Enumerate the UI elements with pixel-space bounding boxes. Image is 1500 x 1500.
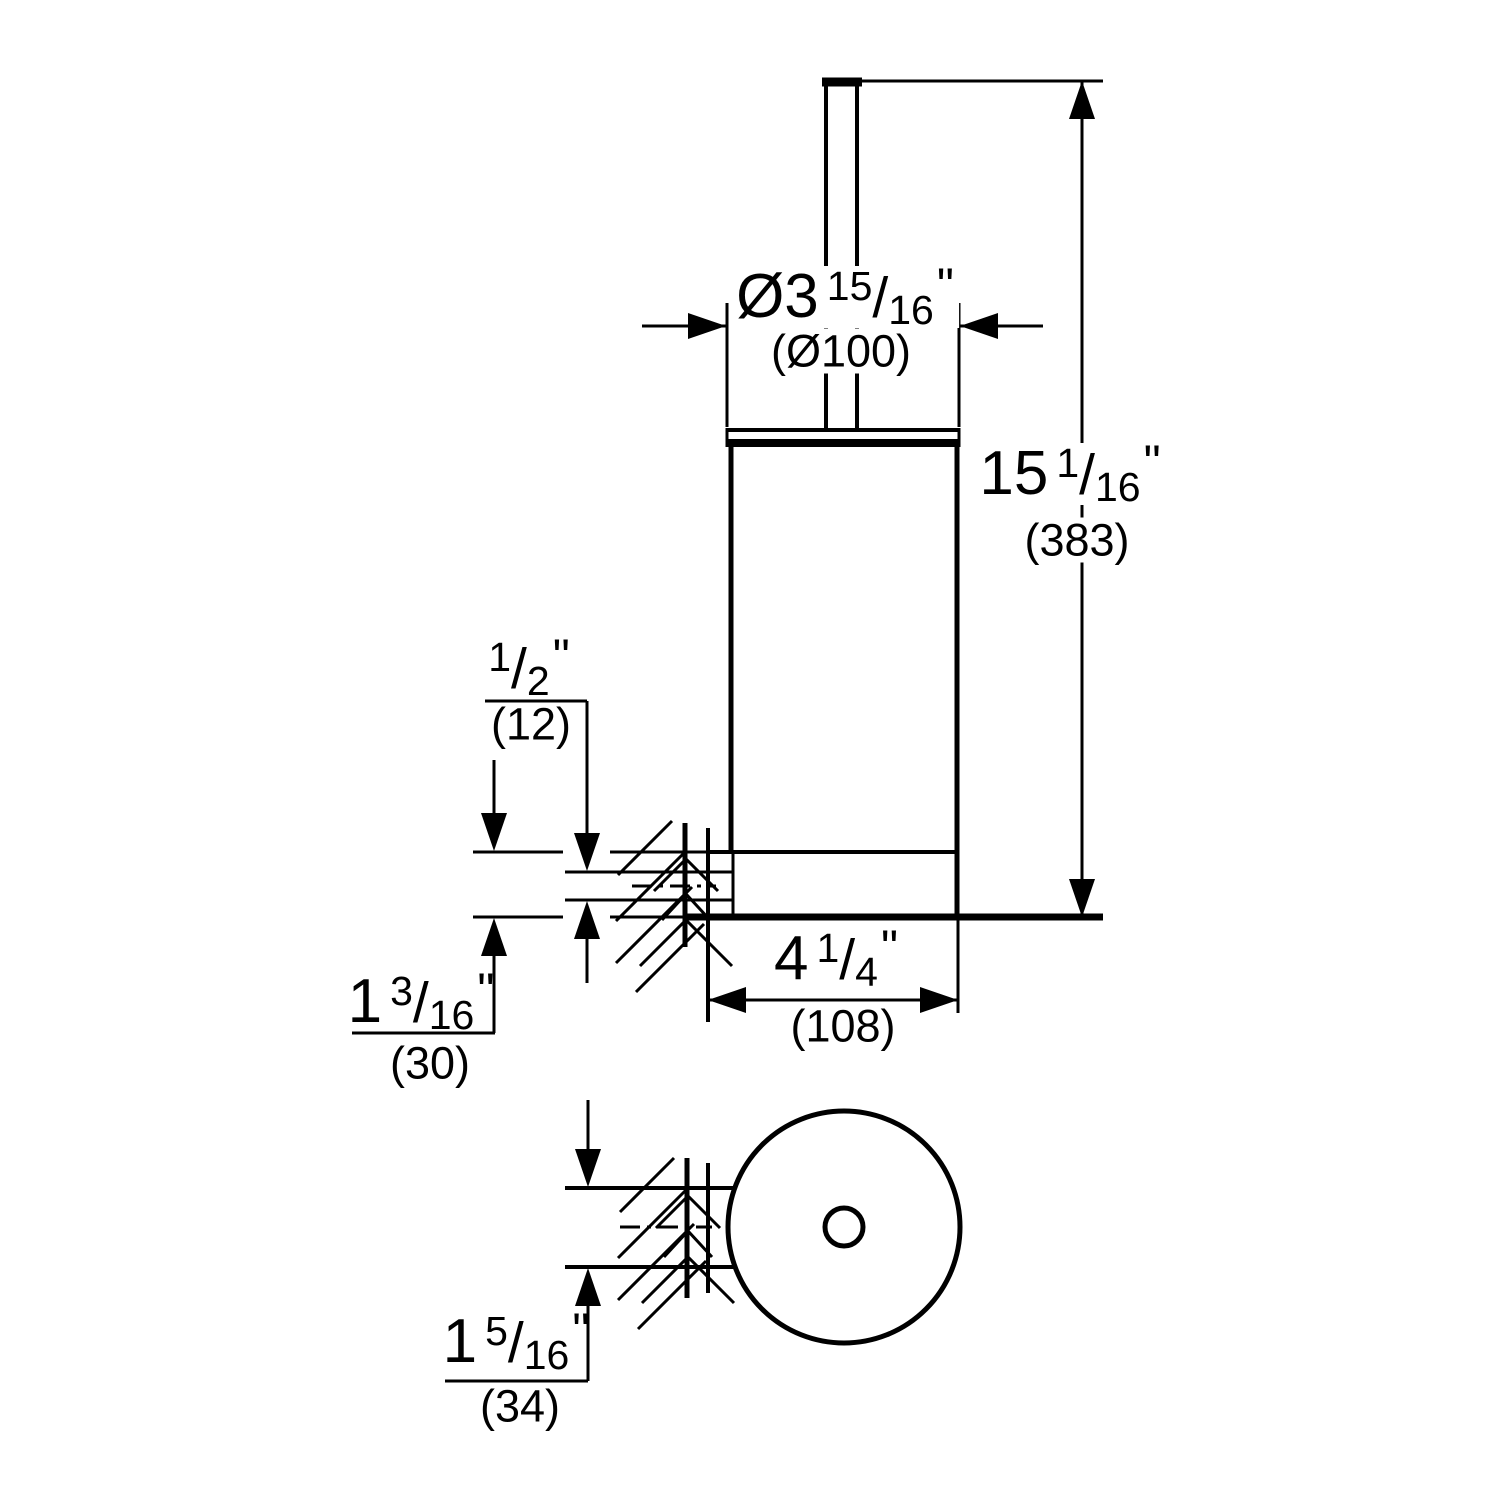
- dim-width-whole: 4: [774, 924, 809, 993]
- dim-height-numerator: 1: [1056, 440, 1080, 486]
- dim-diameter-numerator: 15: [826, 263, 873, 309]
- dim-base-slash: /: [412, 971, 429, 1035]
- arrowhead-left: [960, 313, 998, 339]
- dim-height-whole: 15: [979, 439, 1049, 508]
- dim-screw-metric-label: (12): [490, 698, 572, 750]
- wall-hatch-line: [616, 1188, 688, 1260]
- dim-height-slash: /: [1079, 443, 1095, 507]
- anchor-chevron: [660, 891, 712, 922]
- arrowhead-down: [575, 1149, 601, 1187]
- anchor-chevron: [654, 1193, 722, 1230]
- dim-screw-lines: [485, 699, 600, 983]
- arrowhead-up: [575, 1268, 601, 1306]
- dim-screw-numerator: 1: [488, 634, 512, 680]
- dim-mount-slash: /: [507, 1311, 524, 1375]
- dim-base-numerator: 3: [390, 968, 413, 1014]
- arrowhead-up: [481, 918, 507, 956]
- dim-diameter-metric-label: (Ø100): [765, 328, 917, 374]
- wall-hatch-line: [636, 1259, 708, 1331]
- arrowhead-right: [688, 313, 726, 339]
- dim-diameter-slash: /: [872, 266, 889, 330]
- arrowhead-down: [574, 833, 600, 871]
- arrowhead-down: [1069, 879, 1095, 917]
- extension-lines-side: [473, 79, 1103, 1013]
- dim-height-denominator: 16: [1094, 464, 1141, 510]
- dim-base-whole: 1: [347, 967, 383, 1036]
- dim-width-unit: ": [880, 922, 898, 975]
- wall-hatch-line: [616, 819, 674, 877]
- side-view: [473, 77, 1103, 1022]
- dim-width-lines: [708, 987, 958, 1013]
- anchor-chevron: [640, 1254, 736, 1305]
- wall-hatch-line: [634, 922, 706, 994]
- dim-height-metric-label: (383): [1019, 517, 1135, 563]
- arrowhead-right: [920, 987, 958, 1013]
- screw-hole-circle: [822, 1205, 866, 1249]
- dim-mount-metric-label: (34): [479, 1380, 561, 1432]
- dim-mount-whole: 1: [442, 1307, 478, 1376]
- holder-body: [685, 446, 1103, 1022]
- dim-base-denominator: 16: [428, 992, 475, 1038]
- dim-mount-denominator: 16: [523, 1332, 570, 1378]
- dim-base-lines: [352, 760, 507, 1035]
- arrowhead-up: [1069, 81, 1095, 119]
- wall-mount-side: [565, 819, 734, 994]
- holder-outline-circle: [725, 1108, 963, 1346]
- wall-hatch-line: [618, 1156, 676, 1214]
- dim-mount-lines: [445, 1100, 601, 1383]
- dim-diameter-lines: [642, 313, 1043, 339]
- holder-rim: [725, 428, 961, 447]
- arrowhead-left: [708, 987, 746, 1013]
- dim-base-metric-label: (30): [389, 1037, 471, 1089]
- bottom-view: [565, 1108, 963, 1346]
- dim-mount-unit: ": [572, 1305, 590, 1358]
- dim-base-unit: ": [477, 965, 495, 1018]
- dim-width-numerator: 1: [816, 925, 840, 971]
- anchor-chevron: [652, 856, 720, 893]
- dim-width-denominator: 4: [855, 949, 878, 995]
- arrowhead-down: [481, 813, 507, 851]
- dim-screw-unit: ": [552, 631, 570, 684]
- dim-height-unit: ": [1143, 437, 1161, 490]
- anchor-chevron: [662, 1228, 714, 1259]
- dim-screw-inch-label: 1/2": [488, 634, 570, 702]
- dim-mount-numerator: 5: [485, 1308, 508, 1354]
- dim-width-slash: /: [839, 928, 856, 992]
- dim-diameter-denominator: 16: [888, 287, 934, 333]
- dim-diameter-unit: ": [936, 260, 954, 313]
- dim-screw-slash: /: [511, 637, 527, 701]
- arrowhead-up: [574, 901, 600, 939]
- dim-screw-denominator: 2: [526, 658, 550, 704]
- dim-width-metric-label: (108): [790, 1000, 896, 1052]
- dim-diameter-whole: Ø3: [736, 262, 819, 331]
- anchor-chevron: [638, 917, 734, 968]
